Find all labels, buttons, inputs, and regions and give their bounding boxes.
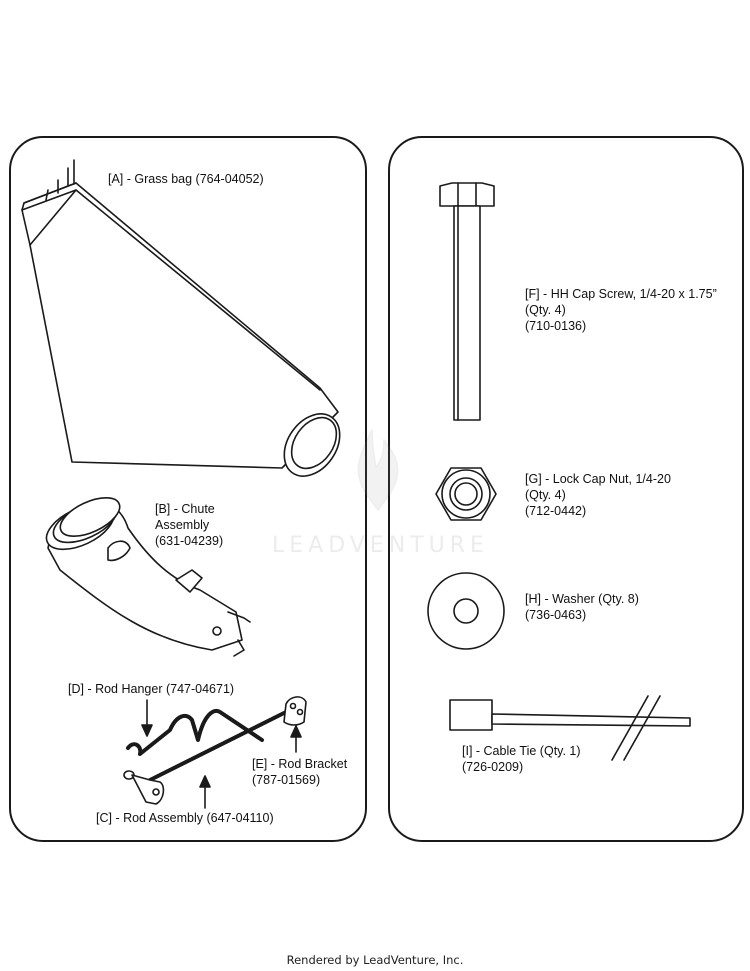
chute-assembly-illustration bbox=[45, 497, 251, 657]
washer-label-line1: [H] - Washer (Qty. 8) bbox=[525, 592, 639, 606]
rod-bracket-label-line2: (787-01569) bbox=[252, 773, 321, 787]
washer-label: [H] - Washer (Qty. 8) (736-0463) bbox=[525, 591, 639, 623]
washer-illustration bbox=[427, 572, 505, 650]
cap-screw-label-line1: [F] - HH Cap Screw, 1/4-20 x 1.75” bbox=[525, 287, 717, 301]
grass-bag-illustration bbox=[21, 159, 341, 477]
lock-cap-nut-illustration bbox=[435, 467, 497, 521]
rod-bracket-label: [E] - Rod Bracket (787-01569) bbox=[252, 756, 347, 788]
rod-assembly-illustration bbox=[123, 710, 288, 809]
cap-screw-label: [F] - HH Cap Screw, 1/4-20 x 1.75” (Qty.… bbox=[525, 286, 717, 334]
hh-cap-screw-illustration bbox=[439, 182, 495, 421]
lock-nut-label-line3: (712-0442) bbox=[525, 504, 587, 518]
rod-hanger-label: [D] - Rod Hanger (747-04671) bbox=[68, 682, 235, 696]
lock-nut-label-line1: [G] - Lock Cap Nut, 1/4-20 bbox=[525, 472, 671, 486]
lock-nut-label-line2: (Qty. 4) bbox=[525, 488, 566, 502]
cap-screw-label-line2: (Qty. 4) bbox=[525, 303, 566, 317]
rod-assembly-label: [C] - Rod Assembly (647-04110) bbox=[96, 811, 274, 825]
grass-bag-label: [A] - Grass bag (764-04052) bbox=[108, 172, 264, 186]
washer-label-line2: (736-0463) bbox=[525, 608, 587, 622]
footer-credit: Rendered by LeadVenture, Inc. bbox=[286, 953, 464, 967]
chute-label-line2: Assembly bbox=[155, 518, 210, 532]
chute-label-line1: [B] - Chute bbox=[155, 502, 215, 516]
cap-screw-label-line3: (710-0136) bbox=[525, 319, 587, 333]
chute-label-line3: (631-04239) bbox=[155, 534, 224, 548]
rod-bracket-illustration bbox=[283, 696, 307, 753]
cable-tie-label-line1: [I] - Cable Tie (Qty. 1) bbox=[462, 744, 581, 758]
rod-bracket-label-line1: [E] - Rod Bracket bbox=[252, 757, 348, 771]
chute-assembly-label: [B] - Chute Assembly (631-04239) bbox=[155, 501, 223, 549]
watermark: LEADVENTURE bbox=[272, 533, 489, 558]
lock-nut-label: [G] - Lock Cap Nut, 1/4-20 (Qty. 4) (712… bbox=[525, 471, 671, 519]
cable-tie-label-line2: (726-0209) bbox=[462, 760, 524, 774]
watermark-logo-icon bbox=[357, 429, 399, 511]
cable-tie-illustration bbox=[449, 695, 691, 761]
cable-tie-label: [I] - Cable Tie (Qty. 1) (726-0209) bbox=[462, 743, 581, 775]
rod-hanger-illustration bbox=[126, 699, 264, 756]
